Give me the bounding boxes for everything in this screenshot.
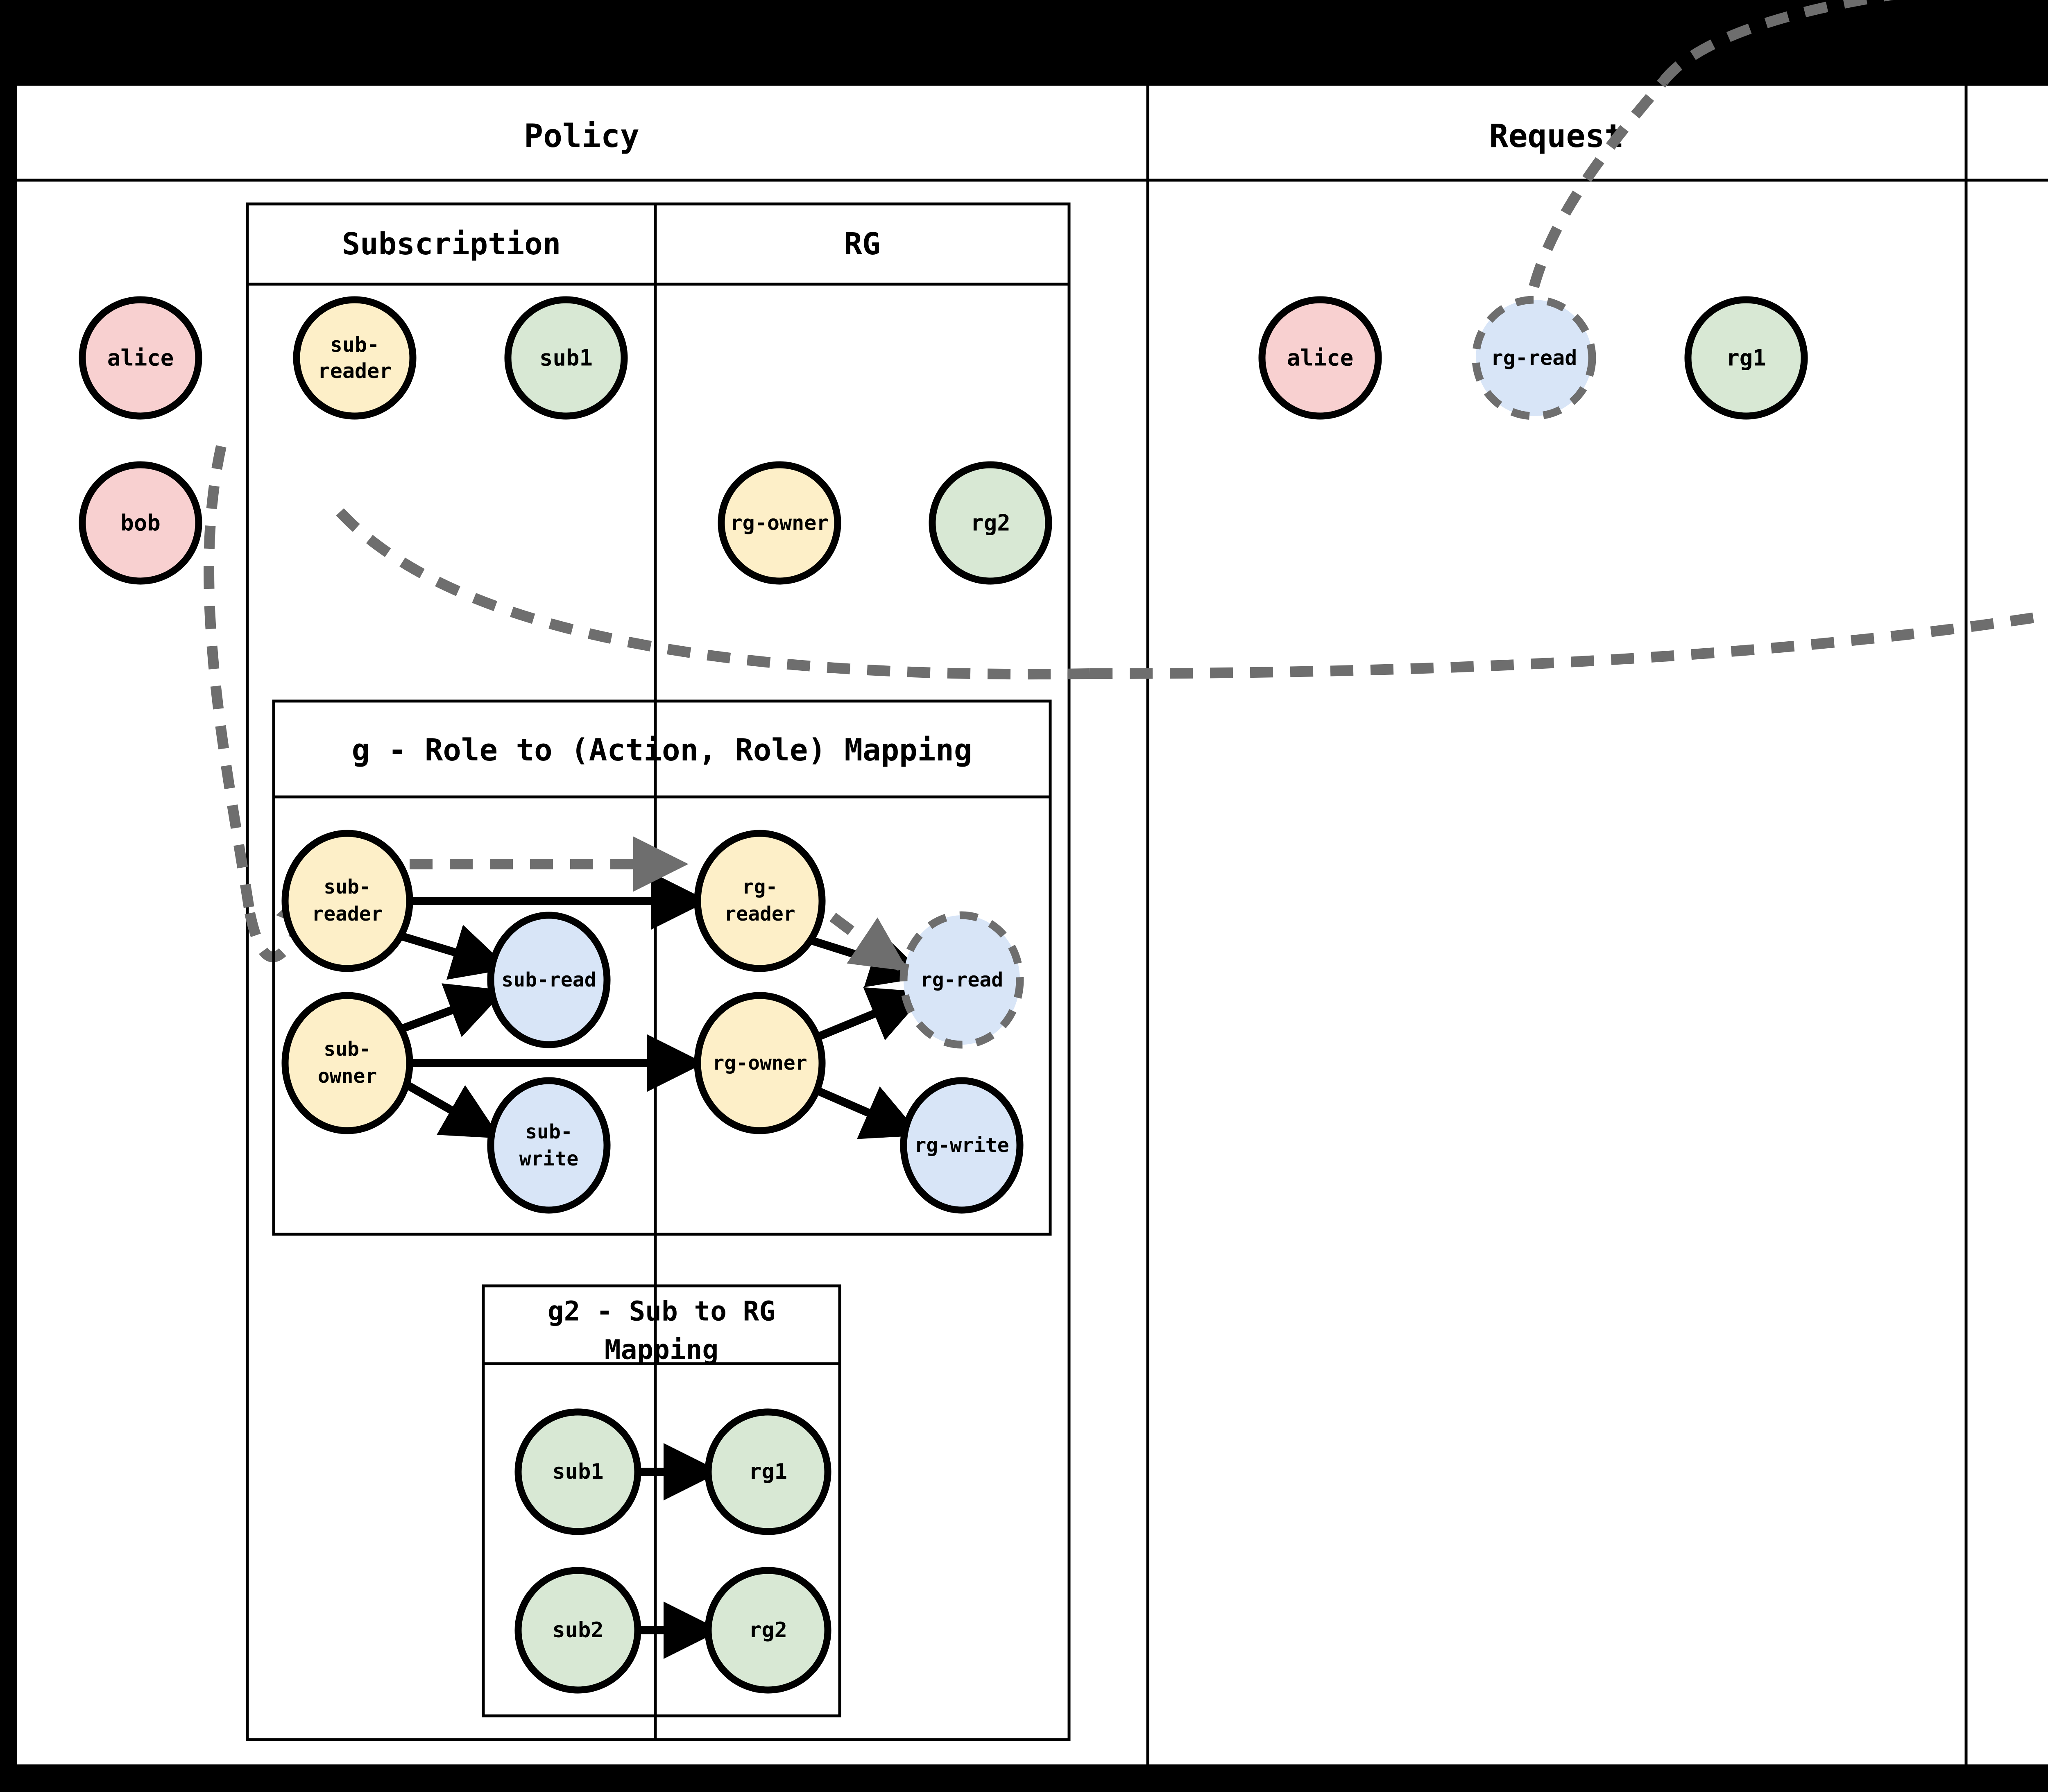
node-label: alice — [1287, 345, 1354, 371]
node-label: rg2 — [970, 510, 1010, 536]
node-label-line2: write — [519, 1147, 579, 1170]
node-label-line2: reader — [724, 903, 795, 925]
policy-table-box — [246, 202, 1071, 1741]
policy-col-header-rg: RG — [844, 226, 880, 262]
highlight-curve-left-upper — [245, 874, 327, 962]
node-label-line2: owner — [318, 1065, 377, 1088]
node-label: bob — [120, 510, 161, 536]
node-label: alice — [107, 345, 174, 371]
policy-node-sub-reader[interactable]: sub- reader — [293, 296, 417, 420]
g-node-sub-read[interactable]: sub-read — [487, 912, 611, 1048]
highlight-curve-right-segment — [1089, 610, 2048, 679]
g-mapping-title: g - Role to (Action, Role) Mapping — [352, 733, 972, 768]
g-node-sub-owner[interactable]: sub- owner — [281, 992, 413, 1134]
g-node-sub-write[interactable]: sub- write — [487, 1077, 611, 1214]
highlight-arc-top — [1658, 0, 1894, 85]
policy-node-rg2[interactable]: rg2 — [929, 461, 1052, 585]
g-node-rg-owner[interactable]: rg-owner — [694, 992, 826, 1134]
request-node-alice[interactable]: alice — [1258, 296, 1382, 420]
node-label: sub1 — [539, 345, 593, 371]
request-node-rg1[interactable]: rg1 — [1684, 296, 1808, 420]
policy-node-sub1[interactable]: sub1 — [504, 296, 628, 420]
request-node-rg-read[interactable]: rg-read — [1472, 296, 1596, 420]
g-node-rg-write[interactable]: rg-write — [900, 1077, 1024, 1214]
node-label: rg-write — [914, 1134, 1009, 1157]
edge-subowner-subread — [392, 983, 505, 1037]
policy-node-alice[interactable]: alice — [79, 296, 202, 420]
panel-title-policy: Policy — [524, 118, 639, 155]
g2-node-sub2[interactable]: sub2 — [514, 1567, 641, 1694]
g-node-sub-reader[interactable]: sub- reader — [281, 830, 413, 972]
node-label-line2: reader — [318, 359, 392, 383]
policy-node-bob[interactable]: bob — [79, 461, 202, 585]
edge-subreader-subread — [392, 925, 510, 980]
node-label-line1: sub- — [324, 876, 371, 898]
node-label-line1: rg- — [742, 876, 778, 898]
g2-node-sub1[interactable]: sub1 — [514, 1408, 641, 1535]
policy-col-header-subscription: Subscription — [342, 226, 561, 262]
node-label: sub2 — [552, 1618, 603, 1643]
g2-node-rg1[interactable]: rg1 — [705, 1408, 831, 1535]
edge-subowner-subwrite — [391, 1073, 501, 1138]
g2-mapping-title-line2: Mapping — [605, 1334, 718, 1366]
policy-node-rg-owner[interactable]: rg-owner — [718, 461, 841, 585]
node-label-line1: sub- — [330, 333, 379, 357]
g2-mapping-title-line1: g2 - Sub to RG — [548, 1296, 775, 1327]
node-label: rg-read — [920, 968, 1003, 991]
edge-rgowner-rgwrite — [803, 1081, 921, 1139]
g2-node-rg2[interactable]: rg2 — [705, 1567, 831, 1694]
node-label: sub1 — [552, 1459, 603, 1484]
g-node-rg-read[interactable]: rg-read — [899, 911, 1024, 1049]
node-label: rg1 — [749, 1459, 787, 1484]
highlight-curve-left-lower — [204, 445, 255, 914]
g2-mapping-box — [482, 1284, 841, 1717]
node-label-line2: reader — [312, 903, 383, 925]
node-label: rg-read — [1491, 346, 1577, 370]
g-node-rg-reader[interactable]: rg- reader — [694, 830, 826, 972]
edge-rgowner-rgread — [803, 987, 927, 1046]
g-mapping-box — [272, 699, 1052, 1236]
node-label: sub-read — [501, 968, 596, 991]
node-label: rg-owner — [712, 1052, 807, 1075]
node-label: rg1 — [1726, 345, 1766, 371]
highlight-curve-policy-to-right — [336, 508, 1090, 680]
panel-title-request: Request — [1489, 118, 1624, 155]
node-label-line1: sub- — [324, 1038, 371, 1061]
highlight-arc-request-leg — [1529, 78, 1667, 288]
node-label-line1: sub- — [525, 1120, 573, 1143]
node-label: rg-owner — [730, 511, 829, 535]
node-label: rg2 — [749, 1618, 787, 1643]
